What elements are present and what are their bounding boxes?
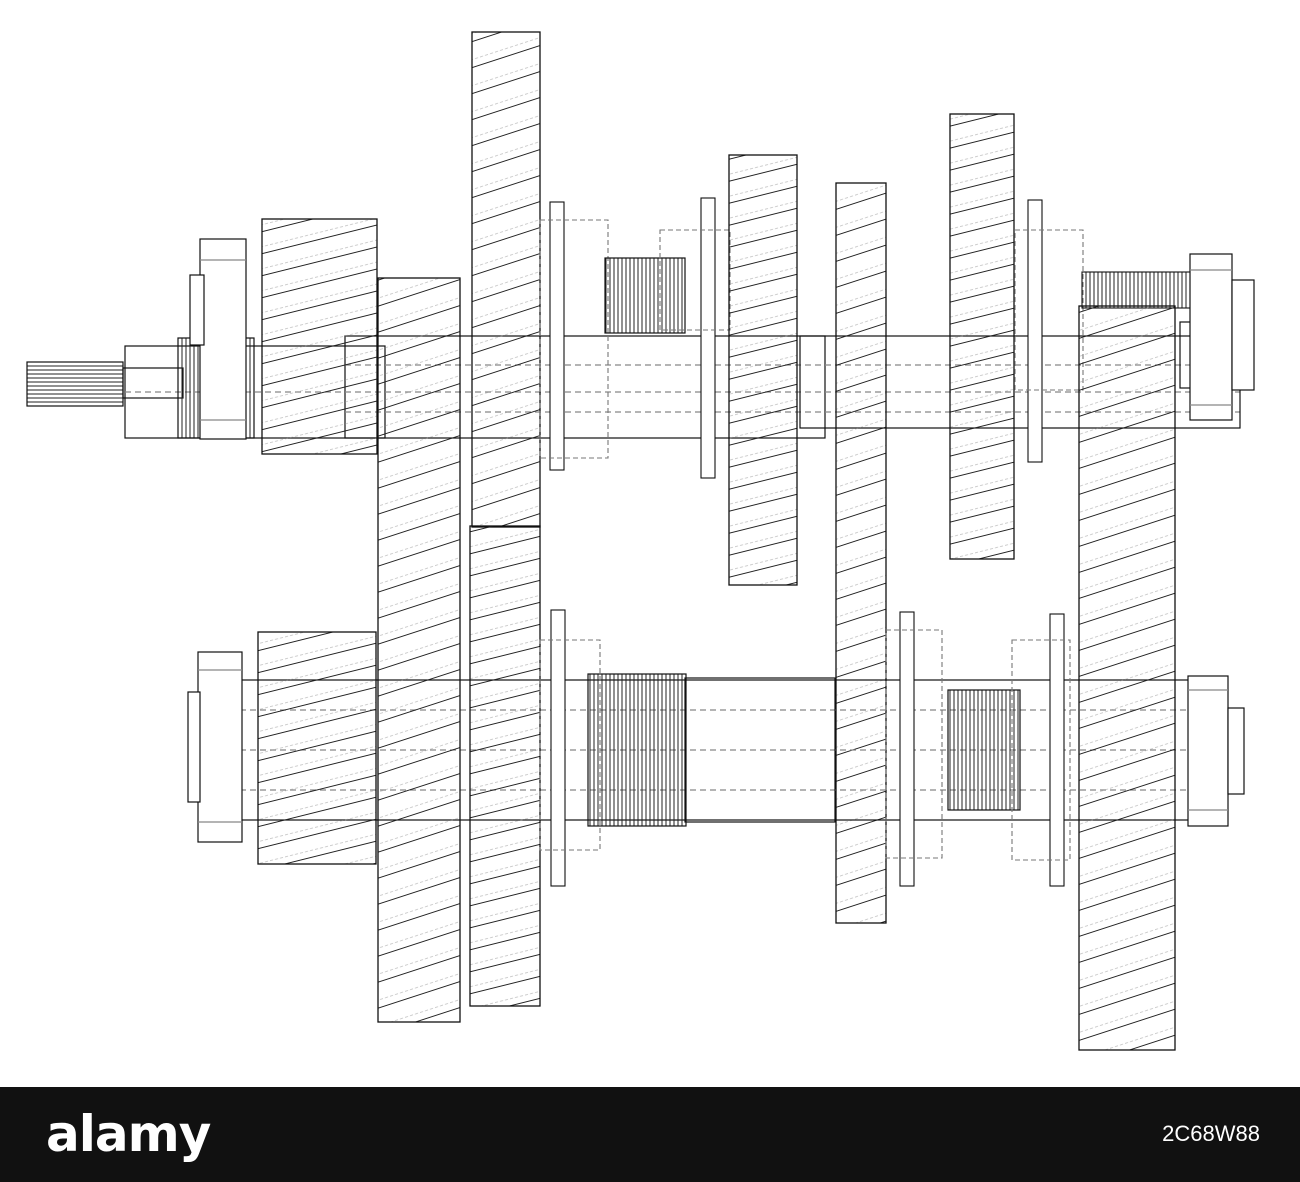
brand-logo-text: alamy (46, 1105, 211, 1163)
upper-gear-1 (261, 218, 378, 455)
upper-gear-3 (728, 154, 798, 586)
lower-gear-tall (469, 525, 541, 1007)
image-id-label: 2C68W88 (1162, 1121, 1260, 1146)
synchro-ring-3 (1014, 199, 1084, 463)
lower-synchro-ring-3 (1011, 613, 1071, 887)
lower-spline-hub-2 (947, 689, 1021, 811)
upper-right-spline (1081, 271, 1193, 309)
upper-gear-tall (471, 31, 541, 528)
upper-right-bearing (1189, 253, 1255, 421)
left-gear-long (377, 277, 461, 1023)
lower-spline-hub-1 (587, 673, 687, 827)
lower-synchro-ring-2 (885, 611, 943, 887)
lower-right-bearing (1187, 675, 1245, 827)
right-gear-long (1078, 305, 1176, 1051)
gearbox-shafts-svg (26, 31, 1255, 1051)
brand-logo: alamy (46, 1105, 211, 1163)
upper-gear-5 (949, 113, 1015, 560)
lower-gear-1 (257, 631, 377, 865)
upper-spline-hub-1 (604, 257, 686, 334)
input-spline-stub (26, 361, 124, 407)
gearbox-wireframe-drawing (26, 31, 1255, 1051)
middle-gear-long (835, 182, 887, 924)
synchro-ring-2 (659, 197, 731, 479)
synchro-ring-1 (539, 201, 609, 471)
upper-left-bearing (189, 238, 247, 440)
footer-bar: alamy 2C68W88 (0, 1087, 1300, 1182)
lower-left-bearing (187, 651, 243, 843)
